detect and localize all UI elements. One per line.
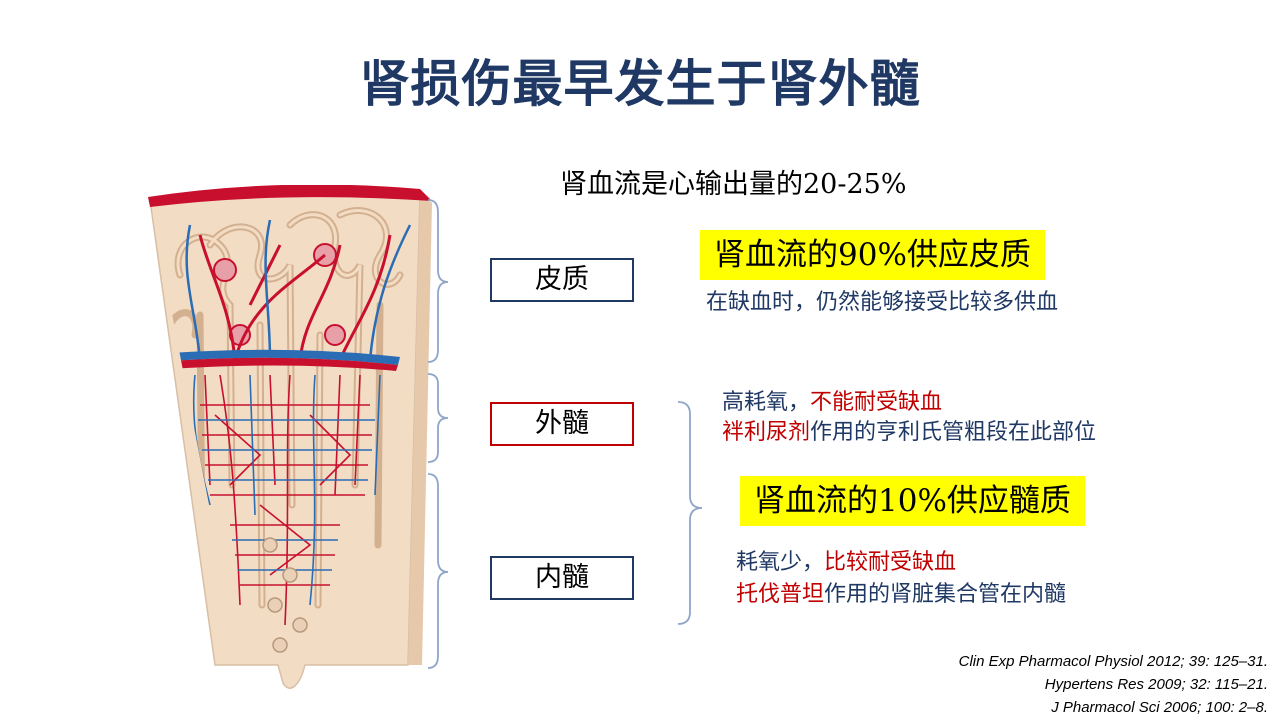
outer-medulla-note-2: 袢利尿剂作用的亨利氏管粗段在此部位 <box>722 418 1096 448</box>
cortex-label: 皮质 <box>490 258 634 302</box>
outer-medulla-note-1: 高耗氧，不能耐受缺血 <box>722 388 942 418</box>
arcuate-vein <box>170 349 400 365</box>
page-title: 肾损伤最早发生于肾外髓 <box>359 55 921 113</box>
inner-medulla-note-1: 耗氧少，比较耐受缺血 <box>736 548 956 578</box>
inner-medulla-bracket <box>427 473 449 669</box>
outer-medulla-note-1a: 高耗氧， <box>722 390 811 415</box>
inner-medulla-note-1a: 耗氧少， <box>736 550 825 575</box>
cortical-veins <box>185 219 412 361</box>
outer-medulla-note-2a: 袢利尿剂 <box>722 420 811 445</box>
outer-medulla-note-2b: 作用的亨利氏管粗段在此部位 <box>810 420 1097 445</box>
inner-medulla-label: 内髓 <box>490 556 634 600</box>
outer-medulla-note-1b: 不能耐受缺血 <box>810 390 943 415</box>
arcuate-artery <box>170 357 398 371</box>
medulla-right-bracket <box>677 401 703 625</box>
inner-medulla-note-2b: 作用的肾脏集合管在内髓 <box>824 582 1067 607</box>
reference-1: Clin Exp Pharmacol Physiol 2012; 39: 125… <box>958 653 1268 670</box>
inner-medulla-note-2: 托伐普坦作用的肾脏集合管在内髓 <box>736 580 1066 610</box>
cortex-flow-highlight: 肾血流的90%供应皮质 <box>700 230 1045 280</box>
kidney-section-illustration <box>148 185 432 689</box>
outer-medulla-label: 外髓 <box>490 402 634 446</box>
blood-flow-subtitle: 肾血流是心输出量的20-25% <box>560 169 907 200</box>
reference-2: Hypertens Res 2009; 32: 115–21. <box>1044 676 1268 693</box>
renal-capsule <box>148 185 432 207</box>
inner-medulla-note-2a: 托伐普坦 <box>736 582 825 607</box>
cortex-note: 在缺血时，仍然能够接受比较多供血 <box>706 290 1059 315</box>
medulla-flow-highlight: 肾血流的10%供应髓质 <box>740 476 1085 526</box>
reference-3: J Pharmacol Sci 2006; 100: 2–8. <box>1051 699 1268 716</box>
cortex-bracket <box>427 199 449 363</box>
references: Clin Exp Pharmacol Physiol 2012; 39: 125… <box>959 650 1268 719</box>
vasa-recta-arteries <box>200 374 372 626</box>
inner-medulla-note-1b: 比较耐受缺血 <box>824 550 957 575</box>
outer-medulla-bracket <box>427 373 449 463</box>
collecting-ducts <box>262 537 308 653</box>
tissue-side <box>408 193 432 665</box>
